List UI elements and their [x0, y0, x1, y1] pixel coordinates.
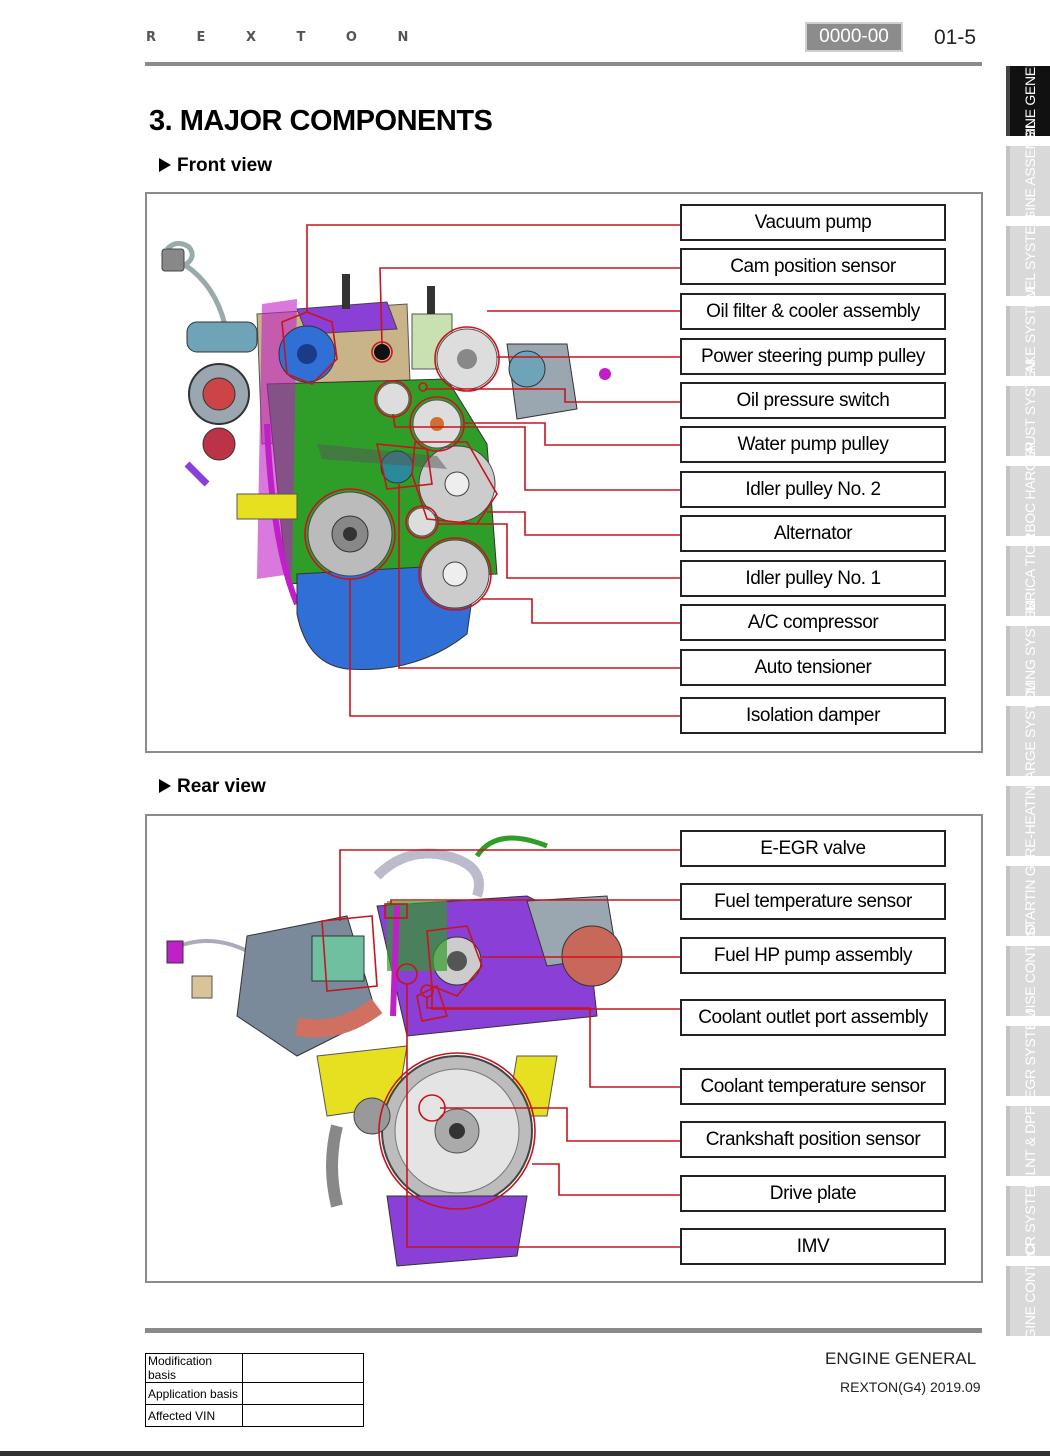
front-view-heading-text: Front view	[177, 155, 273, 176]
page-number: 01-5	[934, 26, 977, 49]
rear-view-panel	[145, 814, 983, 1283]
application-basis-value	[242, 1382, 364, 1405]
tab-preheating[interactable]: PRE-HEATING	[1006, 775, 1050, 867]
affected-vin-label: Affected VIN	[145, 1404, 243, 1427]
front-engine-image	[161, 241, 611, 671]
affected-vin-value	[242, 1404, 364, 1427]
label-alternator: Alternator	[680, 515, 946, 552]
table-row: Modification basis	[145, 1353, 364, 1383]
tab-charge-system[interactable]: CHARGE SYSTEM	[1006, 682, 1050, 800]
tab-label: LNT & DPF	[1022, 1106, 1038, 1176]
tab-intake-system[interactable]: INTAKE SYSTEM	[1006, 287, 1050, 395]
label-fuel-temperature-sensor: Fuel temperature sensor	[680, 883, 946, 920]
label-imv: IMV	[680, 1228, 946, 1265]
footer-section-name: ENGINE GENERAL	[825, 1349, 977, 1368]
tab-cruise-control[interactable]: CRUISE CONTRO	[1006, 924, 1050, 1038]
label-auto-tensioner: Auto tensioner	[680, 649, 946, 686]
tab-cooling-system[interactable]: COOLING SYSTEM	[1006, 600, 1050, 722]
tab-fuel-system[interactable]: FUEL SYSTEM	[1006, 214, 1050, 308]
rear-view-heading-text: Rear view	[177, 776, 266, 797]
rear-engine-illustration	[166, 835, 680, 1267]
section-code-badge: 0000-00	[805, 22, 903, 52]
label-fuel-hp-pump-assembly: Fuel HP pump assembly	[680, 937, 946, 974]
label-coolant-outlet-port: Coolant outlet port assembly	[680, 999, 946, 1036]
label-e-egr-valve: E-EGR valve	[680, 830, 946, 867]
front-engine-illustration	[161, 224, 680, 717]
modification-table: Modification basis Application basis Aff…	[145, 1353, 364, 1427]
application-basis-label: Application basis	[145, 1382, 243, 1405]
label-oil-pressure-switch: Oil pressure switch	[680, 382, 946, 419]
tab-turbocharger[interactable]: TURBOC HARGER	[1006, 442, 1050, 561]
label-coolant-temperature-sensor: Coolant temperature sensor	[680, 1068, 946, 1105]
label-cam-position-sensor: Cam position sensor	[680, 248, 946, 285]
label-idler-pulley-1: Idler pulley No. 1	[680, 560, 946, 597]
rear-engine-image	[166, 835, 623, 1267]
table-row: Application basis	[145, 1382, 364, 1405]
tab-exhaust-system[interactable]: EXHAUST SYSTEM	[1006, 359, 1050, 483]
tab-lubrication[interactable]: LUBRICA TION	[1006, 534, 1050, 628]
tab-label: ENGINE CONTRO	[1022, 1243, 1038, 1359]
footer-divider	[145, 1328, 982, 1333]
tab-engine-general[interactable]: ENGINE GENERAL	[1006, 41, 1050, 161]
triangle-bullet-icon	[159, 158, 171, 172]
footer-model: REXTON(G4) 2019.09	[840, 1379, 981, 1395]
tab-e-egr-system[interactable]: E-EGR SYSTEM	[1006, 1010, 1050, 1112]
tab-engine-assembly[interactable]: ENGINE ASSEMBL	[1006, 122, 1050, 240]
label-power-steering-pump-pulley: Power steering pump pulley	[680, 338, 946, 375]
triangle-bullet-icon	[159, 779, 171, 793]
label-drive-plate: Drive plate	[680, 1175, 946, 1212]
modification-basis-value	[242, 1353, 364, 1383]
page-bottom-edge	[0, 1451, 1050, 1456]
modification-basis-label: Modification basis	[145, 1353, 243, 1383]
label-idler-pulley-2: Idler pulley No. 2	[680, 471, 946, 508]
table-row: Affected VIN	[145, 1404, 364, 1427]
tab-label: PRE-HEATING	[1022, 775, 1038, 867]
tab-starting[interactable]: STARTIN G	[1006, 866, 1050, 936]
tab-lnt-dpf[interactable]: LNT & DPF	[1006, 1106, 1050, 1176]
header-divider	[145, 62, 982, 66]
tab-scr-system[interactable]: SCR SYSTEM	[1006, 1177, 1050, 1265]
front-view-heading: Front view	[159, 155, 272, 177]
label-ac-compressor: A/C compressor	[680, 604, 946, 641]
label-crankshaft-position-sensor: Crankshaft position sensor	[680, 1121, 946, 1158]
brand-logo: R E X T O N	[146, 30, 427, 45]
rear-view-heading: Rear view	[159, 776, 266, 798]
label-isolation-damper: Isolation damper	[680, 697, 946, 734]
tab-label: E-EGR SYSTEM	[1022, 1009, 1038, 1113]
label-water-pump-pulley: Water pump pulley	[680, 426, 946, 463]
label-vacuum-pump: Vacuum pump	[680, 204, 946, 241]
label-oil-filter-cooler: Oil filter & cooler assembly	[680, 293, 946, 330]
page-title: 3. MAJOR COMPONENTS	[149, 105, 493, 137]
tab-engine-control[interactable]: ENGINE CONTRO	[1006, 1244, 1050, 1358]
